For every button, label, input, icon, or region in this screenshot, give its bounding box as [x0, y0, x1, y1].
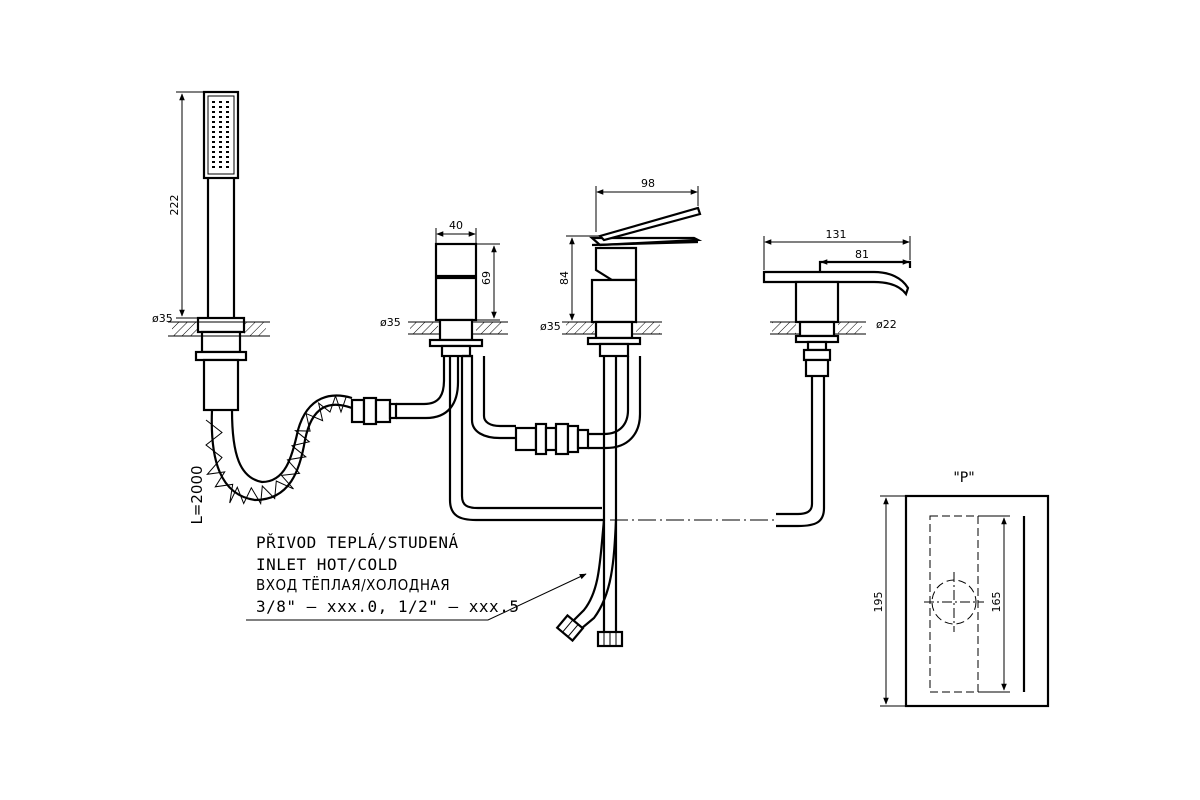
dim-spout-outlet: 81 [820, 248, 910, 265]
dim-label-165: 165 [990, 592, 1003, 613]
detail-p-cutout: "P" 195 165 [872, 470, 1050, 708]
dim-label-69: 69 [480, 271, 493, 285]
hose-length-label: L=2000 [188, 465, 206, 524]
mixer-tap: ø35 [540, 206, 703, 358]
detail-title: "P" [953, 470, 974, 486]
inlet-note-line4: 3/8" – xxx.0, 1/2" – xxx.5 [256, 597, 519, 616]
dim-label-dia35-c: ø35 [540, 320, 561, 333]
dim-mixer-height: 84 [558, 235, 600, 323]
dim-label-dia35-b: ø35 [380, 316, 401, 329]
dim-label-222: 222 [168, 195, 181, 216]
dim-label-dia22: ø22 [876, 318, 897, 331]
inlet-note-line3: ВХОД ТЁПЛАЯ/ХОЛОДНАЯ [256, 575, 450, 594]
shower-hose: L=2000 [188, 350, 460, 525]
inlet-note: PŘIVOD TEPLÁ/STUDENÁ INLET HOT/COLD ВХОД… [256, 533, 519, 616]
dim-mixer-reach: 98 [595, 177, 699, 232]
deck-left: ø35 [152, 312, 270, 337]
inlet-note-line2: INLET HOT/COLD [256, 555, 398, 574]
dim-label-195: 195 [872, 592, 885, 613]
hand-shower [194, 90, 248, 412]
bath-spout: ø22 [762, 260, 912, 378]
inlet-note-line1: PŘIVOD TEPLÁ/STUDENÁ [256, 533, 459, 552]
dim-diverter-height: 69 [476, 243, 500, 321]
dim-handshower-height: 222 [168, 91, 204, 319]
dim-label-81: 81 [855, 248, 869, 261]
dim-label-40: 40 [449, 219, 463, 232]
diverter-valve: ø35 [380, 242, 508, 358]
dim-label-98: 98 [641, 177, 655, 190]
dim-label-84: 84 [558, 271, 571, 285]
dim-spout-length: 131 [763, 228, 911, 270]
dim-diverter-width: 40 [435, 219, 477, 244]
supply-pipes [246, 354, 826, 648]
dim-label-dia35-a: ø35 [152, 312, 173, 325]
shower-nozzle-holes [212, 101, 229, 168]
dim-label-131: 131 [826, 228, 847, 241]
